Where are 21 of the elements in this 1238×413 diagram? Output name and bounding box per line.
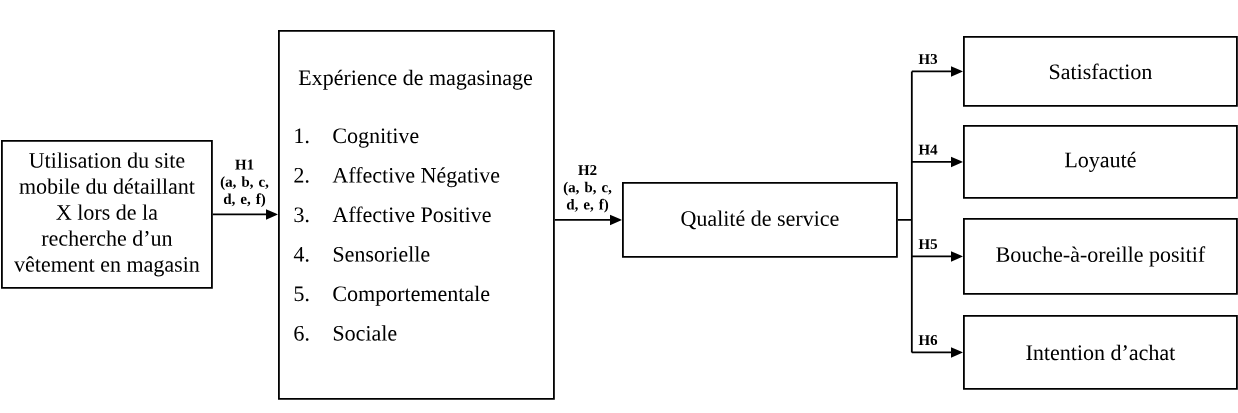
- list-item: 1. Cognitive: [295, 128, 419, 148]
- connector-line: [896, 70, 913, 354]
- concept-box: Utilisation du site mobile du détaillant X lors de la recherche d’un vêtement en magasin: [1, 140, 213, 289]
- edge-label: H3: [918, 54, 938, 65]
- list-box: [278, 30, 555, 400]
- list-item: 2. Affective Négative: [294, 167, 500, 188]
- edge-label: H5: [918, 239, 938, 250]
- list-item: 6. Sociale: [294, 325, 397, 341]
- list-item: 5. Comportementale: [294, 285, 490, 306]
- list-item: 4. Sensorielle: [293, 246, 430, 262]
- concept-box: Satisfaction: [963, 36, 1238, 107]
- concept-box: Qualité de service: [622, 182, 898, 258]
- concept-box: Bouche-à-oreille positif: [963, 218, 1238, 295]
- concept-box: Loyauté: [963, 125, 1238, 199]
- concept-box: Intention d’achat: [963, 315, 1238, 390]
- box-heading: Expérience de magasinage: [298, 69, 533, 90]
- list-item: 3. Affective Positive: [294, 206, 491, 223]
- edge-label: H1 (a, b, c, d, e, f): [220, 159, 269, 208]
- edge-label: H4: [918, 144, 938, 155]
- edge-label: H6: [918, 335, 938, 346]
- edge-label: H2 (a, b, c, d, e, f): [563, 165, 612, 213]
